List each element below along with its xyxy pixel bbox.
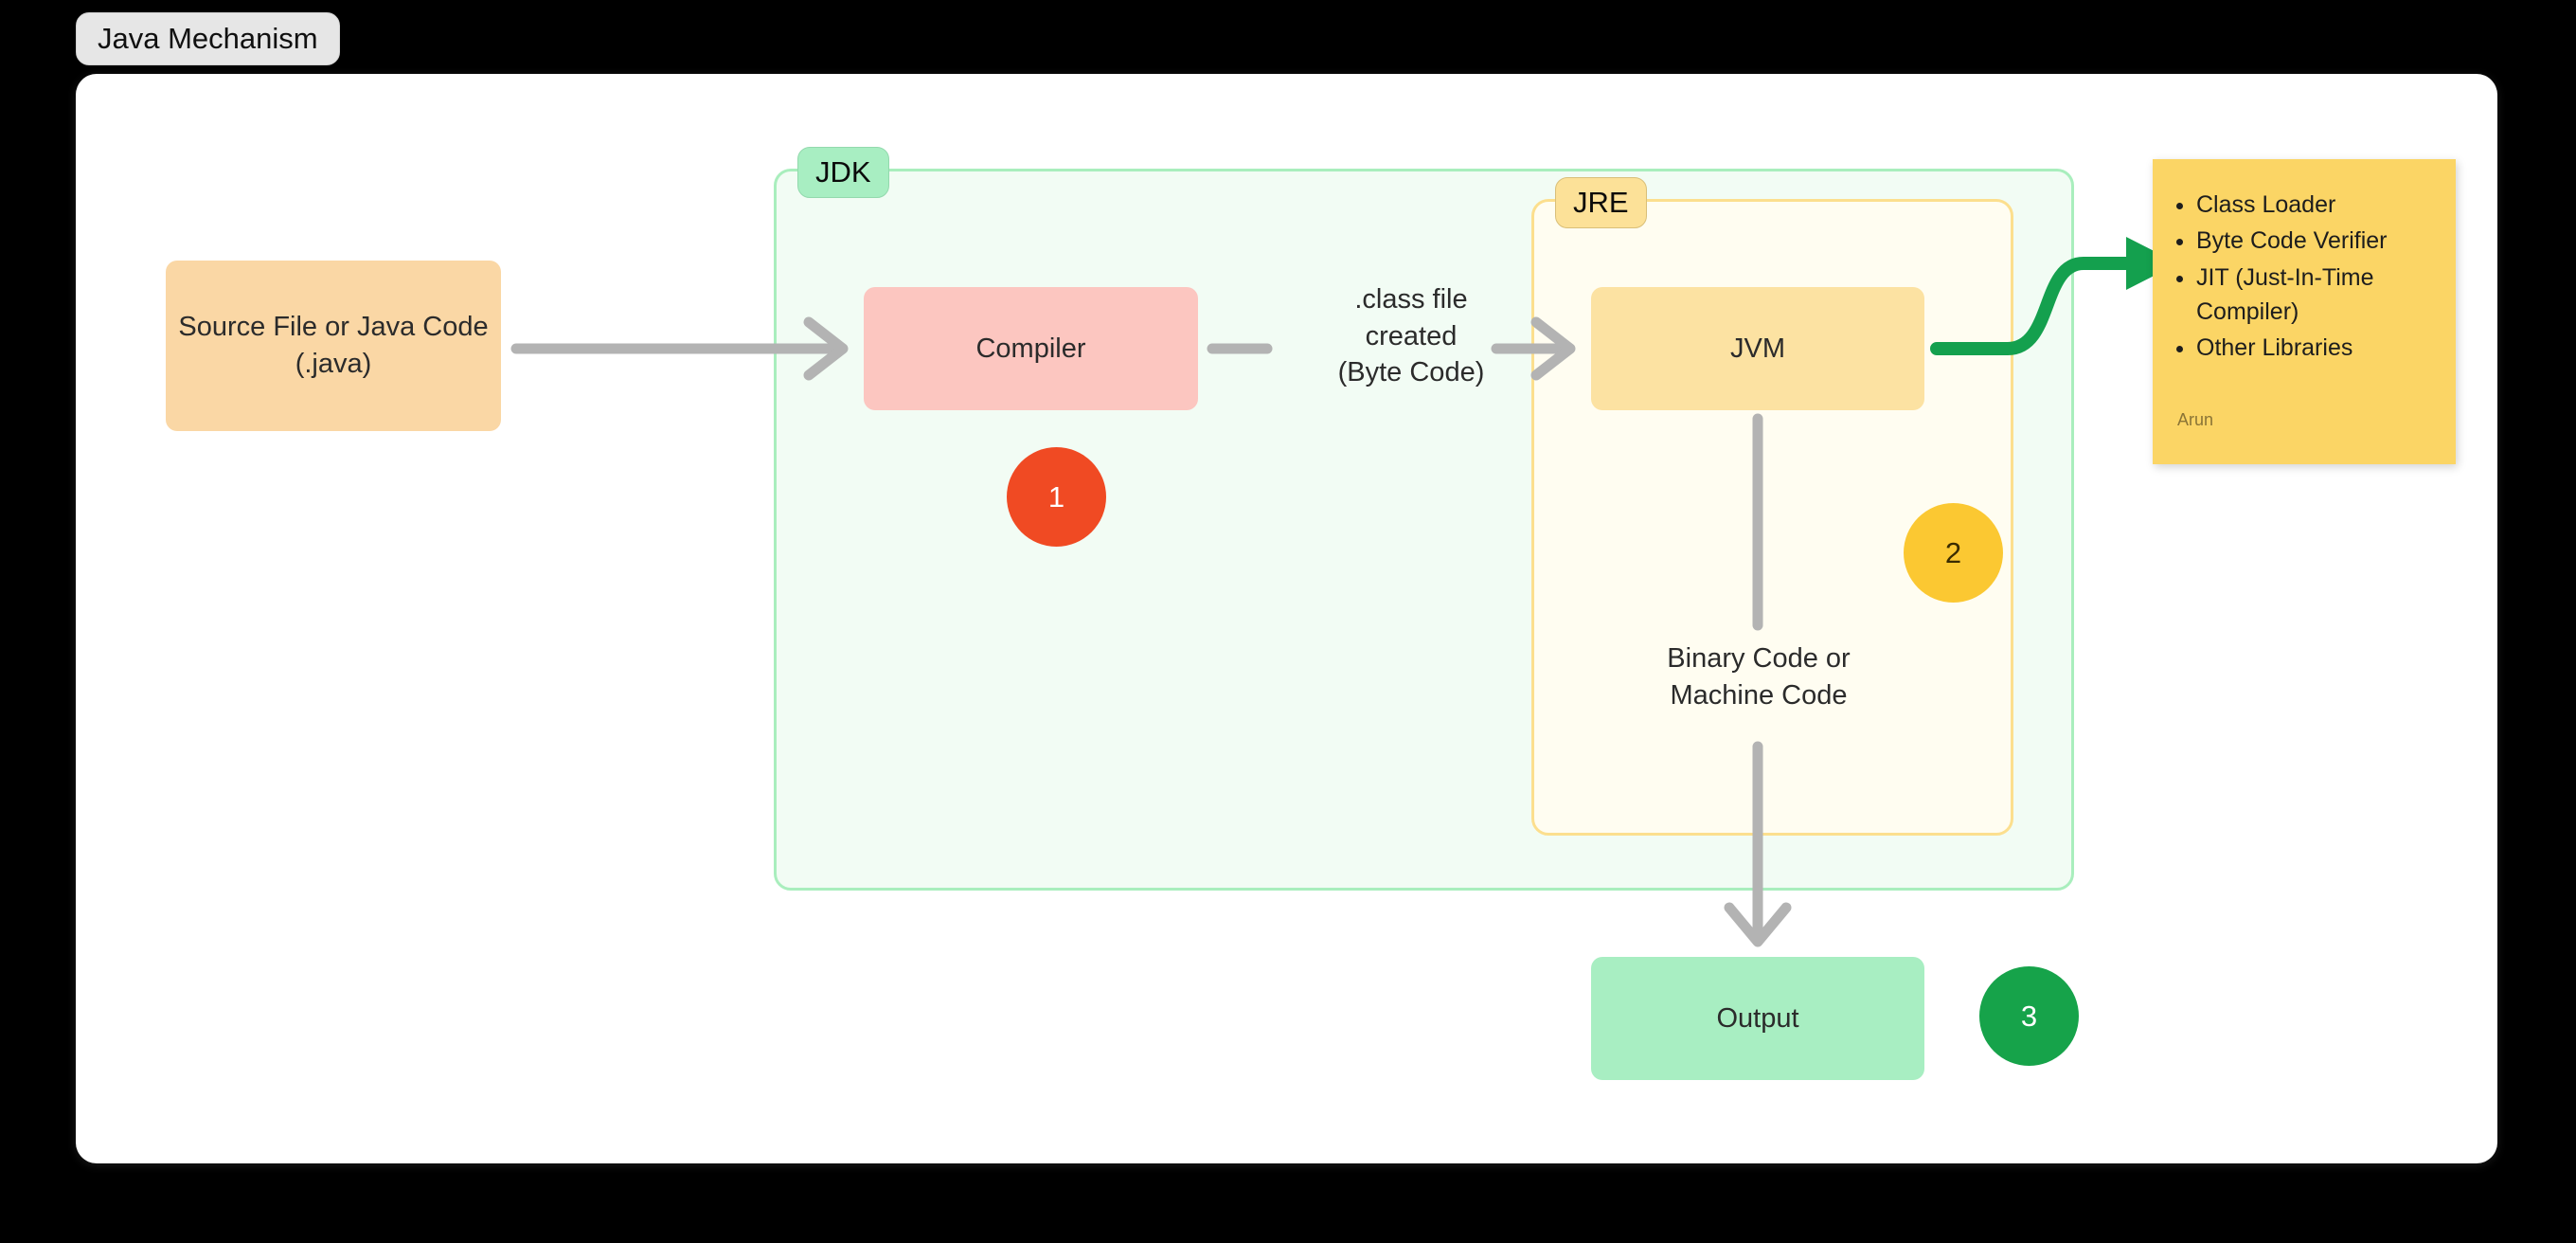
list-item: Other Libraries (2196, 331, 2437, 365)
step-badge-2[interactable]: 2 (1904, 503, 2003, 603)
sticky-note-list: Class Loader Byte Code Verifier JIT (Jus… (2196, 188, 2437, 365)
list-item: Byte Code Verifier (2196, 224, 2437, 258)
label-class-file: .class file created (Byte Code) (1337, 284, 1485, 388)
list-item: Class Loader (2196, 188, 2437, 222)
node-output[interactable]: Output (1591, 957, 1924, 1080)
sticky-note-signature: Arun (2177, 410, 2214, 429)
page-title: Java Mechanism (76, 12, 340, 65)
node-source-file[interactable]: Source File or Java Code (.java) (166, 261, 501, 431)
label-binary-code: Binary Code or Machine Code (1667, 643, 1851, 711)
node-jvm[interactable]: JVM (1591, 287, 1924, 410)
group-jre-label: JRE (1555, 177, 1647, 228)
group-jdk-label: JDK (797, 147, 889, 198)
step-badge-1[interactable]: 1 (1007, 447, 1106, 547)
list-item: JIT (Just-In-Time Compiler) (2196, 261, 2437, 330)
sticky-note[interactable]: Class Loader Byte Code Verifier JIT (Jus… (2153, 159, 2456, 464)
node-compiler[interactable]: Compiler (864, 287, 1198, 410)
step-badge-3[interactable]: 3 (1979, 966, 2079, 1066)
